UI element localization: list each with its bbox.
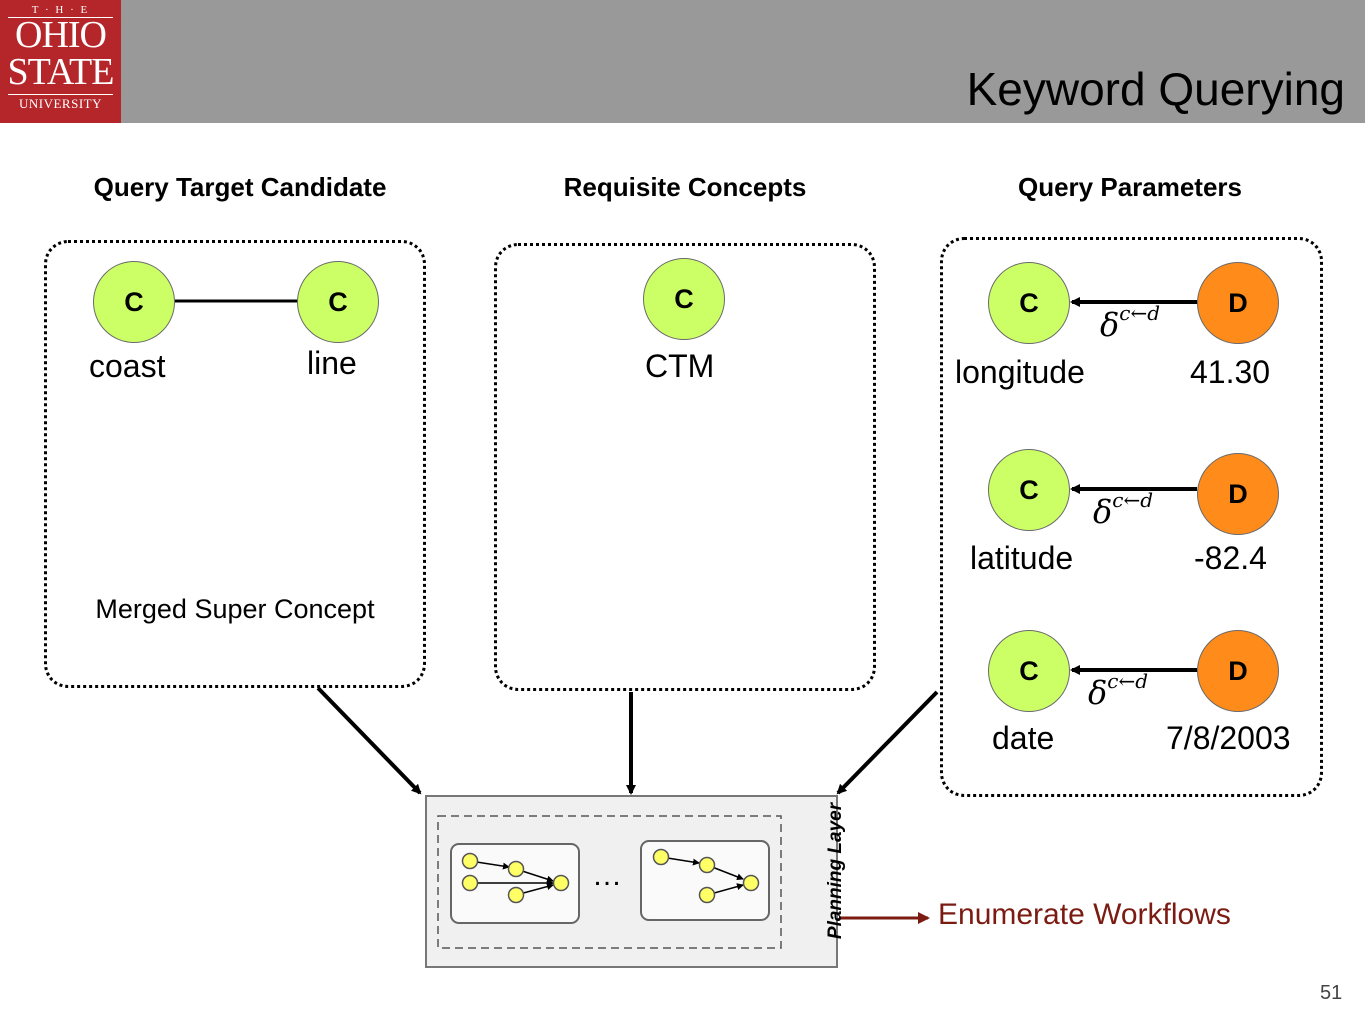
value-longitude: 41.30	[1190, 354, 1271, 390]
arrow-params-to-planning	[836, 690, 939, 795]
node-concept-longitude: C	[988, 262, 1070, 344]
enumerate-workflows-label: Enumerate Workflows	[938, 898, 1231, 931]
panel-query-parameters	[940, 237, 1323, 797]
label-longitude: longitude	[955, 354, 1085, 390]
delta-date: δc←d	[1088, 669, 1148, 712]
label-ctm: CTM	[645, 348, 715, 384]
delta-symbol: δ	[1088, 673, 1108, 712]
logo-rule-bottom	[8, 94, 113, 95]
node-concept-latitude: C	[988, 449, 1070, 531]
node-data-longitude: D	[1197, 262, 1279, 344]
node-concept-ctm: C	[643, 258, 725, 340]
planning-layer-box: …	[425, 795, 838, 968]
logo-state: STATE	[7, 51, 115, 93]
planning-layer-label: Planning Layer	[825, 802, 847, 940]
delta-superscript: c←d	[1112, 488, 1154, 512]
node-concept-date: C	[988, 630, 1070, 712]
merged-super-concept-label: Merged Super Concept	[95, 594, 375, 624]
heading-query-parameters: Query Parameters	[1017, 172, 1243, 202]
node-concept-coast: C	[93, 261, 175, 343]
node-concept-line: C	[297, 261, 379, 343]
logo-ohio: OHIO	[15, 14, 107, 56]
delta-longitude: δc←d	[1100, 301, 1160, 344]
logo-the: T · H · E	[31, 4, 90, 16]
heading-requisite-concepts: Requisite Concepts	[563, 172, 807, 202]
value-latitude: -82.4	[1194, 540, 1267, 576]
panel-query-target	[44, 240, 426, 688]
logo-rule-top	[8, 17, 113, 18]
label-date: date	[992, 720, 1055, 756]
delta-latitude: δc←d	[1093, 488, 1153, 531]
node-data-latitude: D	[1197, 453, 1279, 535]
delta-superscript: c←d	[1119, 301, 1161, 325]
label-coast: coast	[89, 348, 166, 384]
slide-number: 51	[1320, 982, 1343, 1004]
planning-layer-graphic	[437, 815, 782, 949]
heading-query-target: Query Target Candidate	[93, 172, 387, 202]
delta-symbol: δ	[1100, 305, 1120, 344]
logo-university: UNIVERSITY	[19, 96, 102, 111]
delta-symbol: δ	[1093, 492, 1113, 531]
arrow-target-to-planning	[316, 686, 422, 795]
delta-superscript: c←d	[1107, 669, 1149, 693]
slide-title: Keyword Querying	[966, 63, 1345, 115]
panel-requisite-concepts	[494, 243, 876, 691]
ohio-state-logo: T · H · E OHIO STATE UNIVERSITY	[0, 0, 121, 123]
header-bar	[0, 0, 1365, 123]
planning-ellipsis: …	[592, 859, 622, 892]
label-latitude: latitude	[970, 540, 1074, 576]
value-date: 7/8/2003	[1166, 720, 1291, 756]
label-line: line	[307, 345, 357, 381]
node-data-date: D	[1197, 630, 1279, 712]
